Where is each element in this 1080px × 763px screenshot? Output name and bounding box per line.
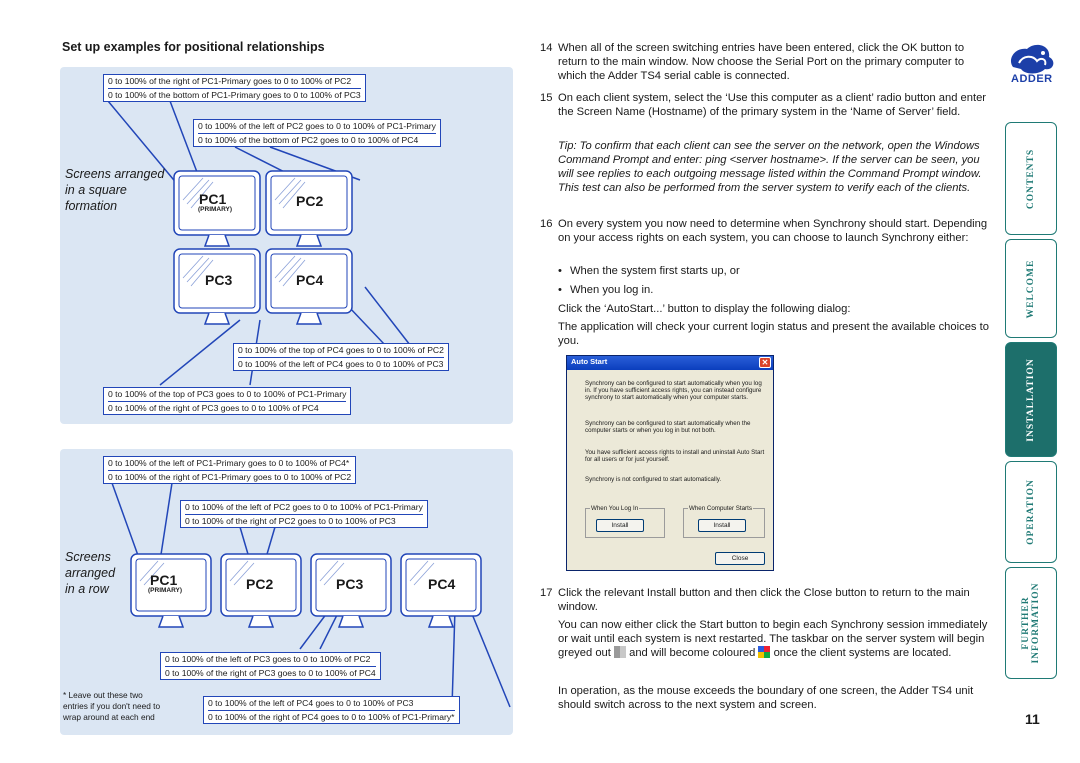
monitor-sublabel-primary: (PRIMARY) xyxy=(198,206,233,213)
dialog-text-1: Synchrony can be configured to start aut… xyxy=(585,380,762,401)
square-label-c: 0 to 100% of the top of PC4 goes to 0 to… xyxy=(233,343,449,371)
autostart-instruction: Click the ‘AutoStart...’ button to displ… xyxy=(558,303,851,315)
square-label-d: 0 to 100% of the top of PC3 goes to 0 to… xyxy=(103,387,352,415)
app-check-text: The application will check your current … xyxy=(558,321,989,347)
taskbar-grey-icon xyxy=(613,646,626,658)
install-computer-button[interactable]: Install xyxy=(698,519,746,532)
square-label-b: 0 to 100% of the left of PC2 goes to 0 t… xyxy=(193,119,441,147)
square-caption: Screens arranged in a square formation xyxy=(65,167,165,213)
dialog-text-2: Synchrony can be configured to start aut… xyxy=(585,420,751,434)
square-label-a: 0 to 100% of the right of PC1-Primary go… xyxy=(103,74,366,102)
monitor-label-pc2: PC2 xyxy=(296,193,324,209)
row-monitor-label-pc3: PC3 xyxy=(336,576,364,592)
page-number: 11 xyxy=(1025,711,1040,727)
monitor-pc2-row xyxy=(220,553,302,628)
dialog-close-icon[interactable]: ✕ xyxy=(759,357,771,368)
operation-paragraph: In operation, as the mouse exceeds the b… xyxy=(558,685,974,711)
tip-text: Tip: To confirm that each client can see… xyxy=(558,140,982,194)
dialog-text-3: You have sufficient access rights to ins… xyxy=(585,449,765,463)
taskbar-coloured-icon xyxy=(758,646,771,658)
monitor-pc4-row xyxy=(400,553,482,628)
row-label-d: 0 to 100% of the left of PC4 goes to 0 t… xyxy=(203,696,460,724)
monitor-pc3-row xyxy=(310,553,392,628)
monitor-pc3-square xyxy=(173,248,261,325)
start-paragraph: You can now either click the Start butto… xyxy=(558,619,988,659)
install-login-button[interactable]: Install xyxy=(596,519,644,532)
tab-further-information[interactable]: FURTHER INFORMATION xyxy=(1005,567,1057,679)
tab-contents[interactable]: CONTENTS xyxy=(1005,122,1057,235)
row-monitor-sublabel-primary: (PRIMARY) xyxy=(148,587,183,594)
dialog-titlebar: Auto Start ✕ xyxy=(567,356,773,370)
row-monitor-label-pc4: PC4 xyxy=(428,576,456,592)
monitor-label-pc4: PC4 xyxy=(296,272,324,288)
autostart-dialog: Auto Start ✕ Synchrony can be configured… xyxy=(566,355,774,571)
monitor-pc1-row xyxy=(130,553,212,628)
group-when-you-log-in: When You Log In Install xyxy=(585,505,665,538)
row-label-b: 0 to 100% of the left of PC2 goes to 0 t… xyxy=(180,500,428,528)
row-monitor-label-pc2: PC2 xyxy=(246,576,274,592)
group-when-computer-starts: When Computer Starts Install xyxy=(683,505,765,538)
bullet-item: •When you log in. xyxy=(558,284,654,296)
monitor-pc1-square xyxy=(173,170,261,247)
monitor-label-pc3: PC3 xyxy=(205,272,233,288)
logo-text: ADDER xyxy=(1011,73,1053,85)
tab-welcome[interactable]: WELCOME xyxy=(1005,239,1057,338)
row-footnote: * Leave out these two entries if you don… xyxy=(63,690,161,722)
row-monitor-label-pc1: PC1 xyxy=(150,572,178,588)
row-caption: Screens arranged in a row xyxy=(65,550,116,596)
section-title: Set up examples for positional relations… xyxy=(62,40,325,54)
monitor-label-pc1: PC1 xyxy=(199,191,227,207)
dialog-title: Auto Start xyxy=(571,357,608,366)
tab-operation[interactable]: OPERATION xyxy=(1005,461,1057,563)
dialog-text-4: Synchrony is not configured to start aut… xyxy=(585,476,722,483)
adder-logo-icon xyxy=(1010,44,1054,74)
row-label-a: 0 to 100% of the left of PC1-Primary goe… xyxy=(103,456,357,484)
tab-installation[interactable]: INSTALLATION xyxy=(1005,342,1057,457)
bullet-item: •When the system first starts up, or xyxy=(558,265,740,277)
close-button[interactable]: Close xyxy=(715,552,765,565)
monitor-pc4-square xyxy=(265,248,353,325)
monitor-pc2-square xyxy=(265,170,353,247)
row-label-c: 0 to 100% of the left of PC3 goes to 0 t… xyxy=(160,652,381,680)
